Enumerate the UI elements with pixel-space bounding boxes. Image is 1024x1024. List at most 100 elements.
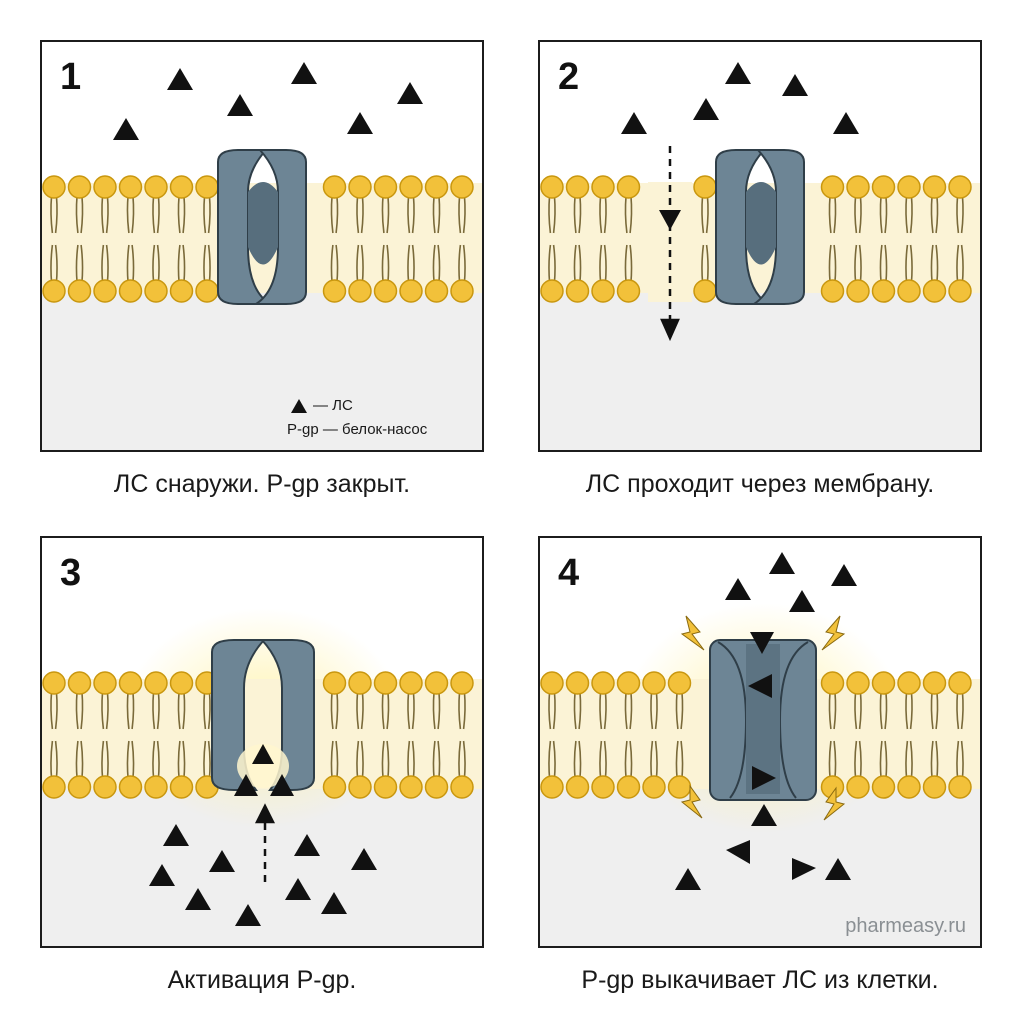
drug-molecule (185, 888, 211, 910)
drug-molecule (291, 62, 317, 84)
lipid-head (871, 279, 896, 303)
drug-path-arrow (660, 146, 680, 342)
lipid-head (42, 775, 66, 799)
panel-number: 1 (60, 56, 82, 98)
lipid-head (948, 671, 972, 695)
panel-2: 2 (538, 40, 982, 452)
lipid-head (348, 775, 372, 799)
lipid-head (373, 671, 398, 695)
lipid-head (616, 775, 641, 799)
drug-molecule (659, 210, 681, 230)
lipid-head (93, 279, 117, 303)
lipid-head (948, 279, 972, 303)
drug-molecule (769, 552, 795, 574)
lipid-head (450, 175, 474, 199)
lipid-head (144, 175, 168, 199)
lipid-head (642, 775, 666, 799)
lipid-head (169, 279, 194, 303)
lipid-head (846, 175, 870, 199)
lipid-head (169, 175, 194, 199)
lipid-head (144, 775, 168, 799)
panel-number: 4 (558, 552, 580, 594)
drug-molecule (294, 834, 320, 856)
drug-molecules (113, 62, 423, 140)
lipid-head (667, 775, 692, 799)
lipid-head (118, 671, 143, 695)
drug-molecule (321, 892, 347, 914)
panel-1-caption: ЛС снаружи. P-gp закрыт. (113, 470, 411, 498)
pgp-protein (715, 149, 805, 305)
lipid-head (693, 175, 717, 199)
drug-molecules (675, 552, 857, 890)
lipid-head (93, 671, 117, 695)
lipid-head (591, 775, 615, 799)
lipid-head (591, 175, 615, 199)
panel-2-illustration (540, 62, 980, 450)
drug-molecule (725, 578, 751, 600)
lipid-head (118, 175, 143, 199)
lipid-head (922, 671, 947, 695)
drug-molecule (693, 98, 719, 120)
lipid-head (565, 671, 590, 695)
lipid-head (565, 775, 590, 799)
drug-molecules (621, 62, 859, 230)
drug-molecule (621, 112, 647, 134)
lipid-head (42, 279, 66, 303)
drug-molecule (675, 868, 701, 890)
drug-molecule (285, 878, 311, 900)
legend-pgp-label: P-gp — белок-насос (287, 421, 428, 438)
panel-1: 1 — ЛС P-gp — белок-насос (40, 40, 484, 452)
lipid-head (348, 175, 372, 199)
lipid-head (540, 175, 564, 199)
lipid-head (322, 671, 347, 695)
panel-3: 3 (40, 536, 484, 948)
panel-number: 2 (558, 56, 580, 98)
lipid-head (948, 775, 972, 799)
drug-molecule (234, 774, 258, 796)
activation-arrow (254, 803, 276, 882)
lipid-head (169, 775, 194, 799)
lipid-head (450, 279, 474, 303)
pgp-protein-active (211, 639, 315, 791)
panel-4-illustration (540, 552, 980, 946)
drug-molecule (235, 904, 261, 926)
drug-molecule (347, 112, 373, 134)
lipid-head (67, 671, 92, 695)
drug-molecule (789, 590, 815, 612)
panel-3-caption: Активация P-gp. (167, 966, 357, 994)
drug-molecule (167, 68, 193, 90)
lipid-head (144, 279, 168, 303)
lipid-head (348, 279, 372, 303)
lipid-head (922, 775, 947, 799)
lipid-head (616, 175, 641, 199)
lipid-head (42, 671, 66, 695)
lipid-head (399, 775, 423, 799)
lipid-head (67, 279, 92, 303)
drug-molecule (725, 62, 751, 84)
lipid-head (195, 279, 219, 303)
lipid-head (820, 671, 845, 695)
lipid-head (424, 175, 449, 199)
lipid-head (67, 775, 92, 799)
lipid-head (540, 671, 564, 695)
drug-molecule (782, 74, 808, 96)
lipid-head (820, 279, 845, 303)
lipid-head (424, 279, 449, 303)
lipid-head (118, 279, 143, 303)
lipid-head (897, 775, 921, 799)
lipid-head (565, 279, 590, 303)
lipid-head (922, 279, 947, 303)
drug-molecule (163, 824, 189, 846)
drug-molecule (397, 82, 423, 104)
lipid-head (540, 279, 564, 303)
lipid-head (399, 671, 423, 695)
panel-4: 4 pharmeasy.ru (538, 536, 982, 948)
lipid-head (846, 775, 870, 799)
lipid-head (693, 279, 717, 303)
panel-2-caption: ЛС проходит через мембрану. (585, 470, 935, 498)
lipid-head (399, 279, 423, 303)
drug-molecule (149, 864, 175, 886)
lipid-head (450, 671, 474, 695)
lipid-head (922, 175, 947, 199)
lipid-head (948, 175, 972, 199)
